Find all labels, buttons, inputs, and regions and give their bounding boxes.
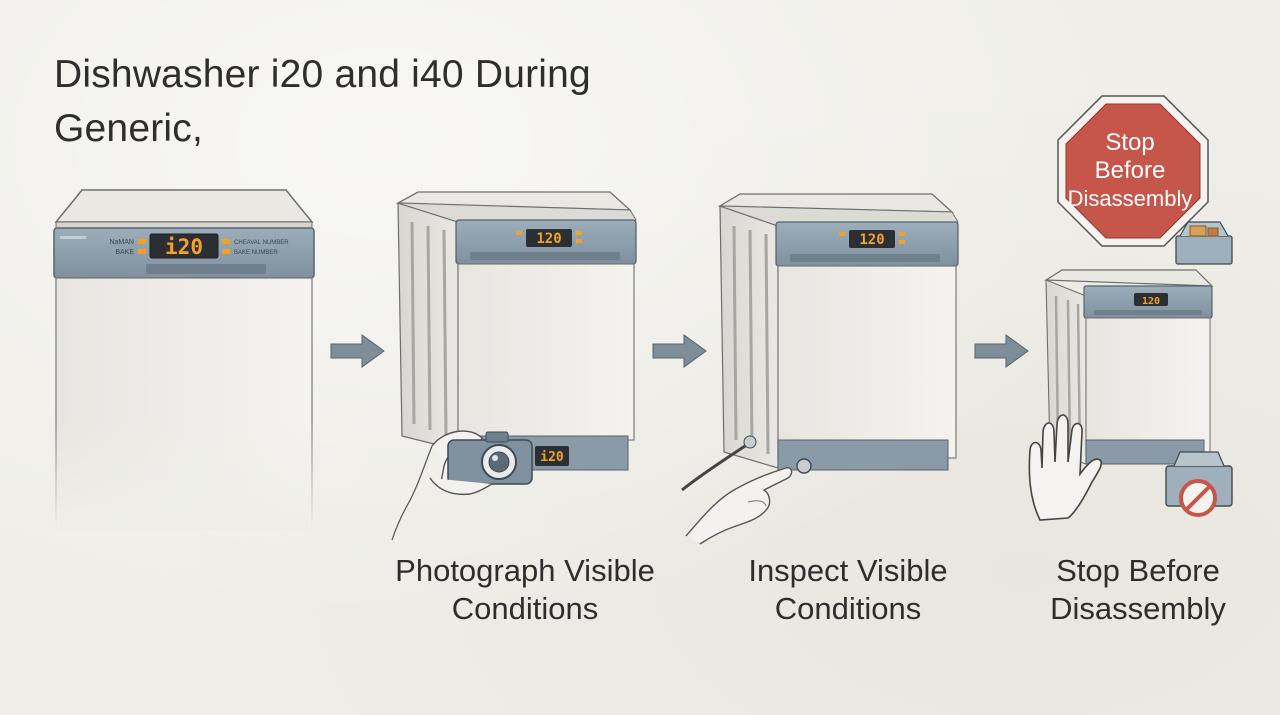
step-1-caption-line-2: Conditions xyxy=(451,591,599,626)
step-1-caption-line-1: Photograph Visible xyxy=(395,553,655,588)
title-line-2: Generic, xyxy=(54,107,203,150)
stop-sign-line-3: Disassembly xyxy=(1068,186,1193,211)
stop-sign-line-1: Stop xyxy=(1105,129,1154,156)
step-3-caption-line-1: Stop Before xyxy=(1056,553,1220,588)
dishwasher-front-view: i20 NaMAN BAKE CHEAVAL NUMBER BAKE NUMBE… xyxy=(50,189,320,530)
page-title: Dishwasher i20 and i40 During Generic, xyxy=(54,48,614,156)
panel-label-right-bottom: BAKE NUMBER xyxy=(234,250,278,256)
stop-sign-icon: Stop Before Disassembly xyxy=(1057,95,1209,247)
toolbox-icon xyxy=(1175,221,1233,265)
step-3-caption-line-2: Disassembly xyxy=(1050,591,1226,626)
display-bottom: i20 xyxy=(540,450,564,465)
stop-sign-line-2: Before xyxy=(1095,157,1166,184)
step-2-caption-line-1: Inspect Visible xyxy=(748,553,948,588)
step-2-caption: Inspect Visible Conditions xyxy=(720,552,976,628)
arrow-right-icon-2 xyxy=(652,334,707,368)
panel-label-left-bottom: BAKE xyxy=(115,249,134,256)
display-small-3: 120 xyxy=(1142,296,1160,307)
panel-label-right-top: CHEAVAL NUMBER xyxy=(234,240,289,246)
dishwasher-photograph-view: 120 i20 xyxy=(395,191,637,471)
no-tools-icon xyxy=(1165,451,1233,517)
camera-icon xyxy=(391,430,533,541)
main-display-text: i20 xyxy=(165,235,203,259)
display-small-1: 120 xyxy=(536,231,561,247)
step-3-caption: Stop Before Disassembly xyxy=(1020,552,1256,628)
dishwasher-inspect-view: 120 xyxy=(681,193,959,492)
raised-hand-icon xyxy=(1028,414,1103,521)
arrow-right-icon xyxy=(330,334,385,368)
title-line-1: Dishwasher i20 and i40 During xyxy=(54,53,591,96)
panel-label-left-top: NaMAN xyxy=(109,239,134,246)
display-small-2: 120 xyxy=(859,232,884,248)
step-1-caption: Photograph Visible Conditions xyxy=(380,552,670,628)
pointing-hand-icon xyxy=(685,466,793,545)
step-2-caption-line-2: Conditions xyxy=(774,591,922,626)
arrow-right-icon-3 xyxy=(974,334,1029,368)
